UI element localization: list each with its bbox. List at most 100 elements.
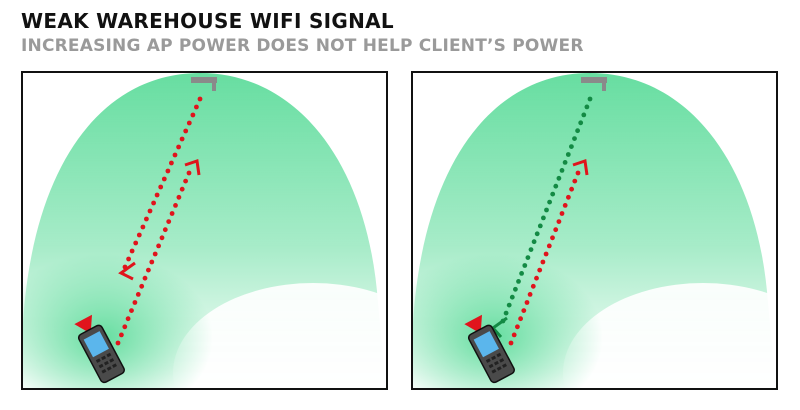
signal-dot — [166, 219, 172, 225]
signal-dot — [179, 136, 185, 142]
signal-dot — [156, 243, 162, 249]
signal-dot — [553, 183, 559, 189]
signal-dot — [584, 104, 590, 110]
signal-dot — [566, 194, 571, 200]
signal-dot — [559, 168, 565, 173]
signal-dot — [569, 186, 574, 192]
signal-dot — [115, 340, 121, 346]
signal-dot — [506, 302, 512, 308]
signal-dot — [176, 194, 182, 200]
signal-dot — [578, 120, 584, 126]
signal-dot — [565, 152, 571, 157]
signal-dot — [144, 216, 149, 222]
signal-dot — [165, 168, 171, 174]
signal-dot — [158, 184, 164, 190]
signal-dot — [528, 247, 534, 253]
signal-dot — [149, 259, 155, 265]
signal-dot — [513, 286, 518, 292]
signal-dot — [169, 160, 174, 166]
signal-dot — [179, 186, 185, 192]
signal-dot — [537, 223, 543, 229]
signal-dot — [509, 294, 515, 300]
signal-dot — [159, 235, 165, 241]
signal-dot — [581, 112, 587, 118]
signal-dot — [537, 267, 543, 273]
access-point-icon — [191, 77, 217, 91]
signal-dot — [508, 340, 514, 346]
signal-dot — [161, 176, 167, 182]
signal-dot — [556, 219, 562, 225]
signal-dot — [511, 332, 517, 338]
signal-dot — [550, 235, 555, 241]
uplink-signal-path — [115, 170, 192, 346]
signal-dot — [135, 292, 141, 297]
uplink-signal-path — [508, 170, 581, 346]
signal-dot — [587, 96, 593, 102]
signal-dot — [534, 231, 540, 237]
signal-dot — [129, 308, 134, 313]
signal-dot — [133, 240, 139, 246]
signal-dot — [521, 308, 527, 313]
signal-dot — [575, 170, 581, 176]
signal-dot — [544, 207, 549, 213]
signal-dot — [572, 178, 578, 184]
signal-dot — [518, 316, 523, 322]
signal-dot — [173, 203, 178, 208]
signal-dot — [197, 96, 203, 102]
signal-dot — [562, 160, 568, 165]
signal-dot — [122, 324, 128, 330]
uplink-arrowhead — [184, 159, 201, 176]
downlink-arrowhead — [118, 261, 136, 281]
handheld-scanner-icon — [464, 314, 515, 384]
signal-dot — [569, 144, 574, 149]
signal-dot — [562, 203, 568, 208]
client-coverage-glow — [23, 253, 213, 388]
signal-dot — [550, 191, 556, 197]
signal-dot — [530, 283, 536, 289]
signal-dot — [183, 128, 189, 134]
signal-dot — [522, 263, 528, 268]
signal-dot — [534, 275, 539, 281]
signal-dot — [543, 251, 549, 257]
diagram-canvas-left — [23, 73, 386, 388]
uplink-arrowhead — [572, 159, 589, 176]
signal-dot — [553, 227, 559, 233]
signal-dot — [541, 215, 546, 221]
signal-dot — [575, 128, 580, 134]
signal-dot — [527, 292, 533, 297]
signal-dot — [525, 255, 531, 260]
signal-dot — [515, 324, 520, 330]
signal-dot — [147, 208, 153, 214]
signal-dot — [139, 283, 145, 289]
signal-dot — [176, 144, 182, 150]
diagram-panel-left — [21, 71, 388, 390]
signal-dot — [524, 300, 530, 305]
signal-dot — [190, 112, 196, 118]
signal-dot — [132, 300, 138, 305]
client-coverage-glow — [413, 253, 603, 388]
signal-dot — [556, 175, 562, 181]
signal-dot — [152, 251, 158, 257]
signal-dot — [119, 332, 124, 338]
signal-dot — [183, 178, 189, 184]
signal-dot — [516, 279, 521, 284]
signal-dot — [503, 310, 509, 316]
signal-dot — [186, 120, 192, 126]
signal-dot — [162, 227, 168, 233]
signal-dot — [136, 232, 142, 238]
diagram-panel-right — [411, 71, 778, 390]
signal-dot — [172, 152, 178, 158]
handheld-scanner-icon — [74, 314, 125, 384]
page-subtitle: INCREASING AP POWER DOES NOT HELP CLIENT… — [21, 36, 584, 56]
signal-dot — [142, 275, 148, 281]
signal-dot — [129, 248, 135, 254]
signal-dot — [540, 259, 546, 265]
signal-dot — [531, 239, 537, 245]
signal-dot — [125, 316, 131, 322]
signal-dot — [559, 211, 565, 216]
signal-dot — [572, 136, 577, 141]
signal-dot — [140, 224, 146, 230]
signal-dot — [126, 256, 131, 262]
signal-dot — [546, 243, 552, 249]
signal-dot — [146, 267, 151, 273]
